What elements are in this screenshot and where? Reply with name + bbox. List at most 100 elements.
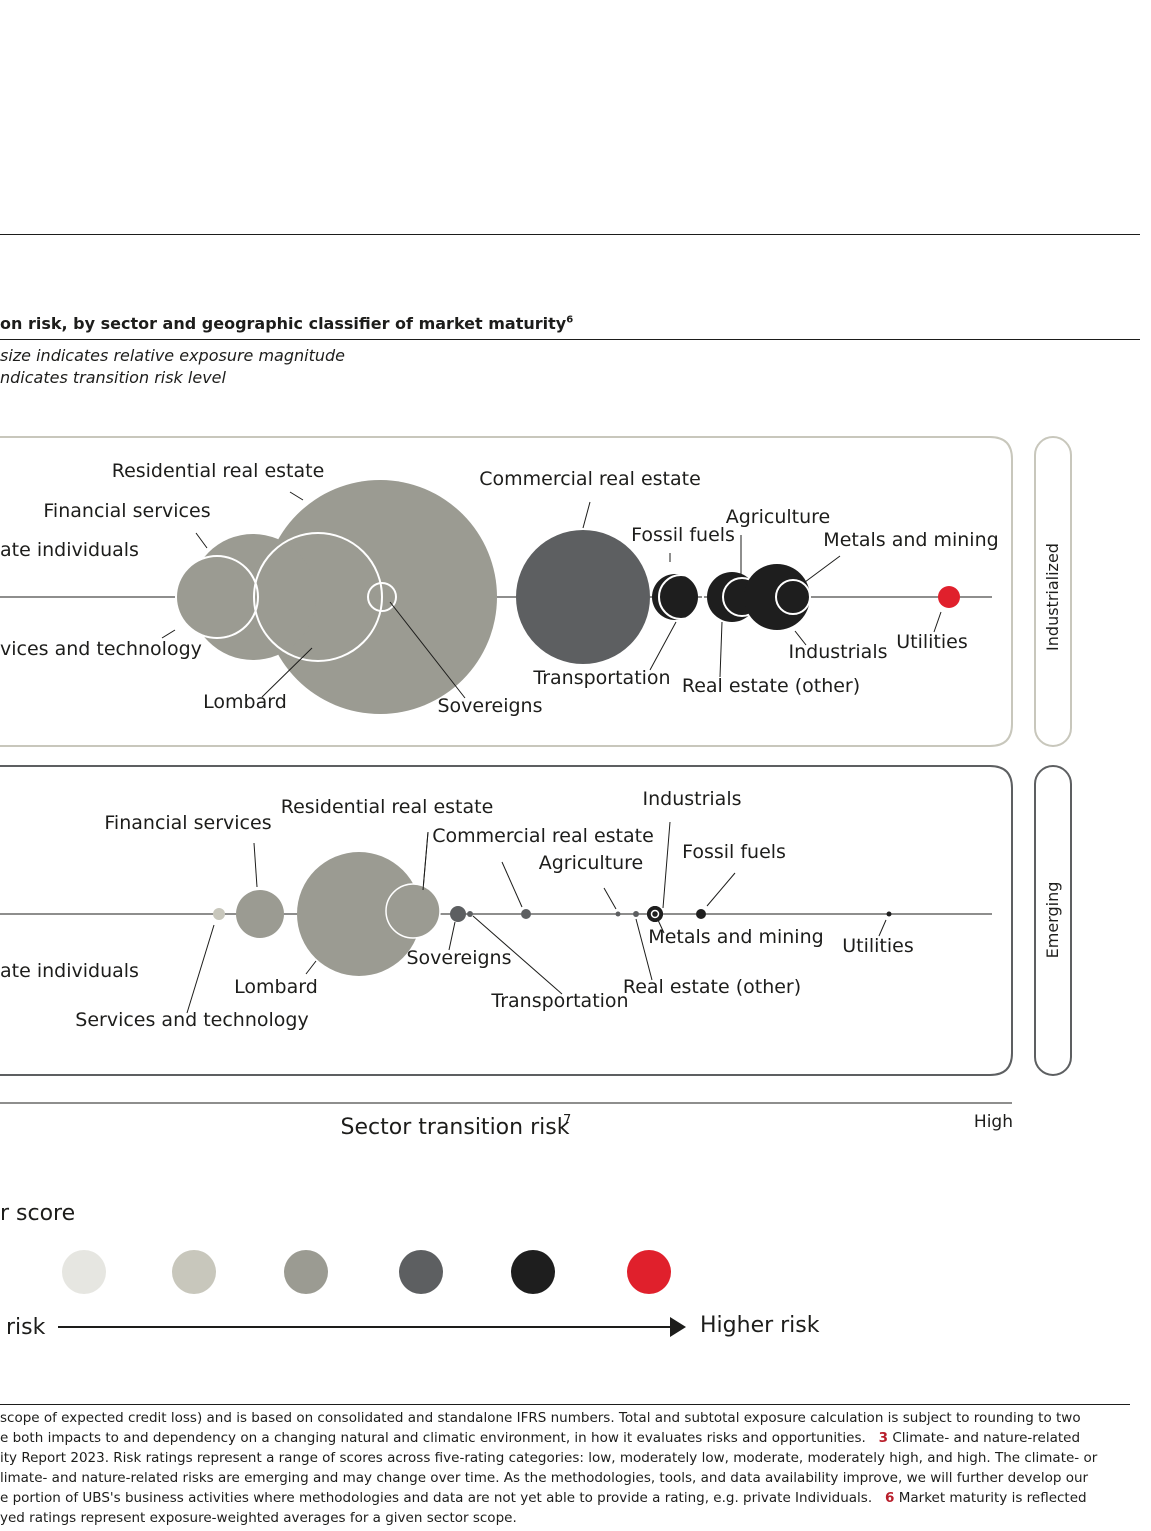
panel-tab-emerging (1034, 765, 1072, 1076)
bubble-label-emerging: ate individuals (0, 960, 139, 982)
leader-line-emerging (635, 918, 653, 981)
top-rule (0, 234, 1140, 235)
bubble-industrialized (516, 530, 650, 664)
panel-frame-industrialized (0, 436, 1013, 747)
bubble-label-emerging: Industrials (642, 788, 741, 810)
bubble-industrialized (652, 574, 698, 620)
bubble-industrialized (707, 572, 757, 622)
footnote-line: e both impacts to and dependency on a ch… (0, 1430, 1081, 1446)
bubble-emerging (615, 911, 621, 917)
bubble-industrialized (658, 574, 704, 620)
legend-swatch (62, 1250, 106, 1294)
bubble-emerging (633, 911, 639, 917)
leader-line-industrialized (582, 501, 591, 529)
bubble-label-industrialized: Utilities (896, 631, 968, 653)
legend-arrow-head (670, 1317, 686, 1337)
bubble-label-emerging: Financial services (104, 812, 271, 834)
leader-line-emerging (186, 924, 215, 1014)
leader-line-emerging (253, 842, 258, 888)
bubble-label-industrialized: Financial services (43, 500, 210, 522)
legend-low-label: risk (6, 1315, 46, 1340)
footnote-line: limate- and nature-related risks are eme… (0, 1470, 1089, 1486)
bubble-emerging (521, 909, 531, 919)
leader-line-industrialized (195, 532, 208, 549)
bubble-industrialized (775, 579, 811, 615)
footnote-line: yed ratings represent exposure-weighted … (0, 1510, 517, 1526)
bubble-emerging (297, 852, 421, 976)
leader-line-emerging (501, 861, 523, 908)
panel-label-emerging: Emerging (1043, 882, 1062, 959)
panel-tab-industrialized (1034, 436, 1072, 747)
bubble-emerging (467, 911, 473, 917)
legend-title: r score (0, 1201, 75, 1226)
footnote-line: ity Report 2023. Risk ratings represent … (0, 1450, 1098, 1466)
bubble-label-emerging: Real estate (other) (623, 976, 801, 998)
leader-line-industrialized (289, 491, 304, 501)
leader-line-industrialized (794, 630, 807, 646)
bubble-label-emerging: Metals and mining (648, 926, 823, 948)
bubble-emerging (647, 906, 663, 922)
bubble-label-industrialized: Industrials (788, 641, 887, 663)
panel-label-industrialized: Industrialized (1043, 543, 1062, 651)
leader-line-emerging (448, 921, 456, 951)
leader-line-industrialized (389, 601, 466, 699)
bubble-label-emerging: Sovereigns (407, 947, 512, 969)
bubble-label-industrialized: Residential real estate (112, 460, 325, 482)
footnote-line: e portion of UBS's business activities w… (0, 1490, 1087, 1506)
leader-line-emerging (472, 915, 563, 995)
leader-line-industrialized (719, 621, 723, 678)
bubble-outline-industrialized (175, 555, 259, 639)
leader-line-emerging (662, 821, 671, 909)
title-rule (0, 339, 1140, 340)
bubble-label-emerging: Lombard (234, 976, 318, 998)
bubble-label-industrialized: Lombard (203, 691, 287, 713)
bubble-industrialized (938, 586, 960, 608)
bubble-label-emerging: Residential real estate (281, 796, 494, 818)
x-axis-title: Sector transition risk (341, 1115, 570, 1140)
leader-line-industrialized (649, 621, 677, 671)
legend-swatch (172, 1250, 216, 1294)
bubble-label-emerging: Agriculture (539, 852, 644, 874)
bubble-emerging (236, 890, 284, 938)
subtitle-color-note: ndicates transition risk level (0, 368, 226, 387)
footnote-number: 3 (878, 1430, 889, 1446)
leader-line-emerging (706, 872, 736, 907)
bubble-industrialized (176, 556, 258, 638)
leader-line-emerging (603, 887, 617, 910)
footnote-rule (0, 1404, 1130, 1405)
bubble-outline-emerging (650, 909, 660, 919)
leader-line-industrialized (161, 629, 176, 639)
x-axis-title-sup: 7 (563, 1113, 571, 1128)
bubble-industrialized (253, 532, 383, 662)
bubble-label-emerging: Fossil fuels (682, 841, 786, 863)
footnote-line: scope of expected credit loss) and is ba… (0, 1410, 1081, 1426)
legend-swatch (511, 1250, 555, 1294)
footnote-number: 6 (885, 1490, 895, 1506)
bubble-label-industrialized: Sovereigns (438, 695, 543, 717)
bubble-emerging (450, 906, 466, 922)
bubble-label-industrialized: Transportation (532, 667, 670, 689)
bubble-label-industrialized: Agriculture (726, 506, 831, 528)
bubble-industrialized (263, 480, 497, 714)
bubble-label-emerging: Transportation (490, 990, 628, 1012)
leader-line-emerging (657, 919, 665, 934)
bubble-emerging (886, 911, 892, 917)
bubble-label-industrialized: Metals and mining (823, 529, 998, 551)
panel-frame-emerging (0, 765, 1013, 1076)
bubble-label-industrialized: Commercial real estate (479, 468, 701, 490)
x-axis-high-label: High (974, 1112, 1013, 1132)
legend-high-label: Higher risk (700, 1313, 820, 1338)
bubble-industrialized (367, 582, 397, 612)
leader-line-emerging (422, 831, 429, 891)
leader-line-emerging (878, 919, 887, 937)
chart-title: on risk, by sector and geographic classi… (0, 314, 574, 333)
bubble-label-industrialized: Fossil fuels (631, 524, 735, 546)
legend-swatch (284, 1250, 328, 1294)
bubble-label-industrialized: vices and technology (0, 638, 202, 660)
legend-swatch (627, 1250, 671, 1294)
bubble-label-emerging: Commercial real estate (432, 825, 654, 847)
bubble-label-emerging: Services and technology (75, 1009, 308, 1031)
bubble-label-industrialized: Real estate (other) (682, 675, 860, 697)
leader-line-industrialized (933, 611, 942, 633)
